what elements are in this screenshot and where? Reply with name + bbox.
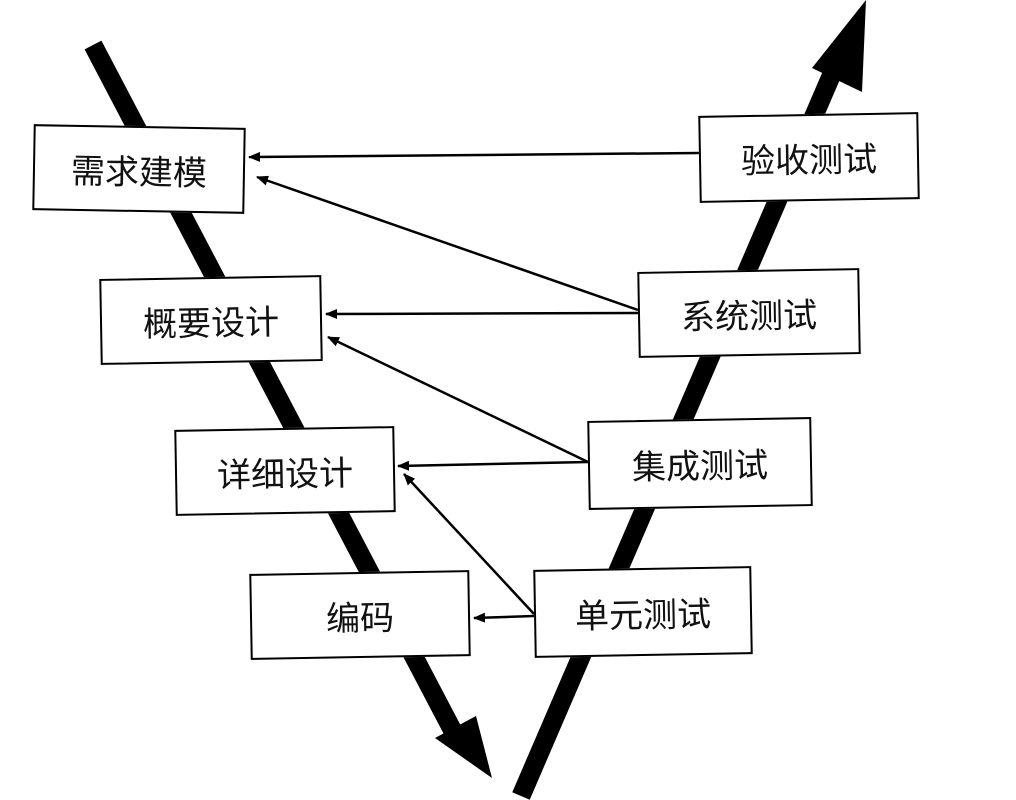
stage-acceptance-test: 验收测试 [698, 112, 920, 203]
stage-unit-test: 单元测试 [533, 566, 753, 658]
stage-system-test-label: 系统测试 [680, 295, 818, 338]
arrow-unit-to-detailed [403, 473, 535, 615]
stage-detailed-design-label: 详细设计 [216, 453, 354, 496]
stage-unit-test-label: 单元测试 [574, 594, 712, 637]
stage-detailed-design: 详细设计 [174, 426, 396, 516]
stage-acceptance-test-label: 验收测试 [740, 139, 878, 183]
stage-coding-label: 编码 [325, 597, 395, 640]
stage-system-test: 系统测试 [637, 268, 861, 358]
stage-requirements-label: 需求建模 [70, 151, 208, 194]
arrow-acceptance-to-requirements [248, 151, 700, 162]
stage-requirements: 需求建模 [32, 124, 246, 214]
arrow-system-to-architecture [325, 308, 639, 319]
arrow-integration-to-architecture [327, 335, 589, 464]
stage-integration-test: 集成测试 [587, 417, 813, 510]
arrow-system-to-requirements [256, 175, 639, 312]
arrow-unit-to-coding [473, 612, 535, 623]
arrow-integration-to-detailed [397, 460, 589, 471]
verification-arrows [248, 151, 700, 623]
stage-coding: 编码 [249, 570, 471, 660]
stage-integration-test-label: 集成测试 [631, 445, 769, 489]
stage-architecture: 概要设计 [99, 275, 323, 365]
stage-architecture-label: 概要设计 [142, 302, 280, 345]
